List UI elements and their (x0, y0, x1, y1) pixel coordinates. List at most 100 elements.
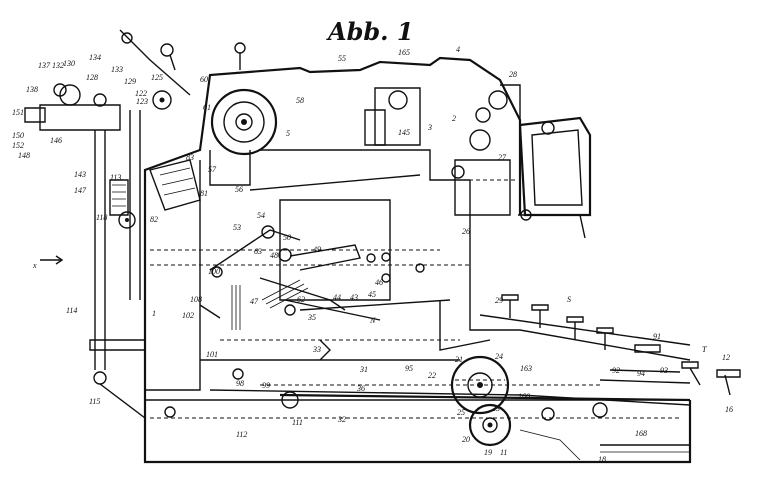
carriage-box (518, 116, 592, 239)
label-143: 143 (74, 170, 86, 179)
label-55: 55 (338, 54, 346, 63)
main-frame (143, 56, 691, 406)
label-101: 101 (206, 350, 218, 359)
label-44: 44 (333, 293, 341, 302)
label-12: 12 (722, 353, 730, 362)
platen-assembly (119, 29, 278, 186)
label-25: 25 (457, 408, 465, 417)
label-108: 108 (190, 295, 202, 304)
label-138: 138 (26, 85, 38, 94)
label-29: 29 (495, 296, 503, 305)
label-56: 56 (235, 185, 243, 194)
label-82: 82 (150, 215, 158, 224)
label-1: 1 (152, 309, 156, 318)
label-134: 134 (89, 53, 101, 62)
label-47: 47 (250, 297, 259, 306)
label-21: 21 (455, 355, 463, 364)
label-4: 4 (456, 45, 460, 54)
label-54: 54 (257, 211, 265, 220)
label-57: 57 (208, 165, 217, 174)
label-33: 33 (312, 345, 321, 354)
label-48: 48 (270, 251, 278, 260)
label-35: 35 (307, 313, 316, 322)
label-152: 152 (12, 141, 24, 150)
label-91: 91 (653, 332, 661, 341)
label-27: 27 (498, 153, 507, 162)
label-5: 5 (286, 129, 290, 138)
label-31: 31 (359, 365, 368, 374)
label-168: 168 (635, 429, 647, 438)
label-61: 61 (203, 103, 211, 112)
label-133: 133 (111, 65, 123, 74)
label-165: 165 (398, 48, 410, 57)
label-28: 28 (509, 70, 517, 79)
label-20: 20 (462, 435, 470, 444)
label-130: 130 (63, 59, 75, 68)
label-11: 11 (500, 448, 507, 457)
label-102: 102 (182, 311, 194, 320)
label-S: S (567, 295, 571, 304)
label-T: T (702, 345, 707, 354)
label-128: 128 (86, 73, 98, 82)
label-99: 99 (262, 381, 270, 390)
label-2: 2 (452, 114, 456, 123)
label-115: 115 (89, 397, 100, 406)
label-100: 100 (208, 267, 220, 276)
label-50: 50 (283, 233, 291, 242)
label-137: 137 (38, 61, 51, 70)
base-frame (143, 399, 692, 464)
label-x: x (32, 261, 37, 270)
label-18: 18 (598, 455, 606, 464)
label-111: 111 (292, 418, 303, 427)
label-58: 58 (296, 96, 304, 105)
label-132: 132 (52, 61, 64, 70)
label-22: 22 (428, 371, 436, 380)
label-163: 163 (520, 364, 532, 373)
label-123: 123 (136, 97, 148, 106)
label-147: 147 (74, 186, 87, 195)
label-26: 26 (462, 227, 470, 236)
label-151: 151 (12, 108, 24, 117)
label-16: 16 (725, 405, 733, 414)
label-63: 63 (254, 247, 262, 256)
label-148: 148 (18, 151, 30, 160)
label-46: 46 (375, 278, 383, 287)
label-125: 125 (151, 73, 163, 82)
label-49: 49 (313, 245, 321, 254)
main-gear (232, 355, 608, 461)
label-32: 32 (337, 415, 346, 424)
label-45: 45 (368, 290, 376, 299)
label-113: 113 (110, 173, 121, 182)
label-93: 93 (660, 366, 668, 375)
label-62: 62 (297, 295, 305, 304)
label-150: 150 (12, 131, 24, 140)
label-146: 146 (50, 136, 62, 145)
keyboard (501, 294, 741, 396)
reference-labels: 165 55 4 28 60 58 61 5 145 3 2 27 134 13… (12, 45, 733, 464)
label-95: 95 (405, 364, 413, 373)
ribbon-mechanism (364, 84, 521, 216)
left-mechanism (24, 83, 201, 419)
label-24: 24 (495, 352, 503, 361)
label-N: N (369, 316, 376, 325)
label-19: 19 (484, 448, 492, 457)
label-92: 92 (612, 366, 620, 375)
figure-title: Abb. 1 (326, 17, 414, 46)
label-145: 145 (398, 128, 410, 137)
label-83: 83 (186, 153, 194, 162)
label-53: 53 (233, 223, 241, 232)
label-98: 98 (236, 379, 244, 388)
label-81: 81 (200, 189, 208, 198)
label-23: 23 (492, 404, 500, 413)
label-112: 112 (236, 430, 247, 439)
label-60: 60 (200, 75, 208, 84)
label-94: 94 (637, 369, 645, 378)
label-43: 43 (350, 293, 358, 302)
label-114: 114 (66, 306, 77, 315)
keylever-linkage (199, 225, 451, 361)
label-36: 36 (356, 384, 365, 393)
label-129: 129 (124, 77, 136, 86)
label-160: 160 (518, 392, 530, 401)
label-3: 3 (427, 123, 432, 132)
